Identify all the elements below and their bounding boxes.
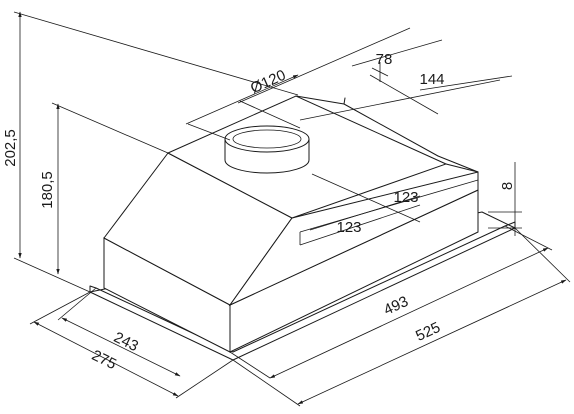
ext-duct-left: [187, 123, 231, 141]
slope-right-edge: [445, 163, 479, 173]
dim-outer-length: [297, 279, 567, 405]
label-duct-diameter: Ø120: [248, 67, 288, 97]
label-inner-width: 123: [336, 219, 361, 236]
ext-144: [369, 74, 439, 115]
dimension-lines: [13, 11, 571, 407]
ext-body-top: [51, 102, 169, 154]
ext-duct-center: [299, 79, 501, 121]
label-inner-depth: 123: [393, 189, 418, 206]
flange-left-corner: [89, 285, 97, 293]
ext-243-left: [57, 287, 97, 321]
label-duct-depth-offset: 144: [419, 71, 444, 88]
ext-275-right: [175, 359, 234, 399]
dim-inner-width: [309, 195, 421, 231]
label-inner-depth-total: 243: [111, 329, 141, 355]
dim-78-cross: [371, 67, 389, 77]
label-duct-offset: 78: [376, 51, 393, 68]
collar-top: [224, 125, 310, 153]
ext-top: [13, 11, 299, 96]
ext-78-left: [351, 39, 443, 67]
ext-bottom-left: [13, 257, 91, 293]
dimension-labels: 202,5 180,5 Ø120 78 144 123 123 8 493 52…: [2, 51, 516, 373]
recess-line-2: [299, 204, 421, 246]
label-flange-height: 8: [499, 182, 516, 190]
dim-duct-diameter: [185, 74, 299, 125]
ext-right-long: [419, 75, 513, 91]
ext-525-right: [514, 227, 571, 283]
ext-duct-far: [237, 27, 411, 104]
dim-outer-depth-total: [33, 321, 179, 397]
label-body-height: 180,5: [39, 171, 56, 209]
ext-493-right: [504, 225, 553, 251]
top-back-post: [343, 97, 346, 105]
ext-duct-right: [239, 100, 301, 129]
duct-collar: [224, 125, 310, 174]
ext-525-left: [232, 359, 301, 407]
label-inner-length: 493: [381, 293, 411, 319]
dim-inner-depth: [311, 173, 421, 223]
ext-493-left: [229, 351, 271, 379]
collar-inner: [232, 129, 302, 149]
ext-275-left: [29, 291, 91, 325]
label-outer-depth-total: 275: [89, 347, 119, 373]
slope-right-back: [437, 155, 479, 173]
label-total-height: 202,5: [2, 129, 19, 167]
label-outer-length: 525: [413, 319, 443, 345]
